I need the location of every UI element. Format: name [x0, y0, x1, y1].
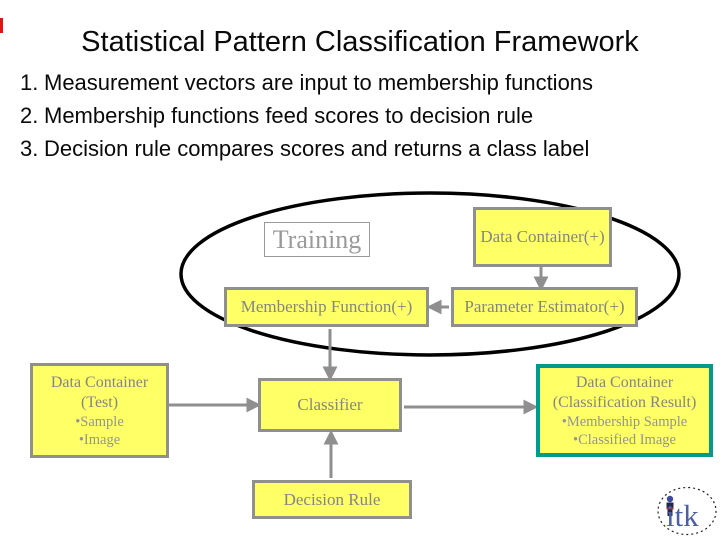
box-title: Data Container — [575, 373, 674, 391]
box-bullet: •Membership Sample — [561, 413, 688, 430]
box-data-container-result: Data Container (Classification Result) •… — [536, 364, 713, 457]
list-item-text: Measurement vectors are input to members… — [44, 69, 594, 95]
box-bullet: •Classified Image — [573, 431, 676, 448]
list-item: 2. Membership functions feed scores to d… — [0, 99, 720, 132]
training-label: Training — [272, 224, 362, 254]
box-bullet: •Sample — [75, 413, 124, 430]
box-title: Data Container — [50, 373, 149, 391]
list-item-text: Membership functions feed scores to deci… — [44, 102, 534, 128]
itk-logo-text: itk — [666, 498, 699, 533]
list-item-number: 2. — [20, 102, 39, 128]
box-parameter-estimator: Parameter Estimator(+) — [451, 287, 638, 327]
page-title: Statistical Pattern Classification Frame… — [81, 26, 639, 58]
itk-logo: itk — [657, 486, 717, 536]
box-data-container-test: Data Container (Test) •Sample •Image — [30, 363, 169, 458]
box-data-container-training: Data Container(+) — [473, 207, 612, 267]
box-membership-function: Membership Function(+) — [224, 287, 429, 327]
list-item-text: Decision rule compares scores and return… — [44, 135, 590, 161]
training-ellipse — [179, 191, 681, 357]
list-item-number: 1. — [20, 69, 39, 95]
list-item: 1. Measurement vectors are input to memb… — [0, 66, 720, 99]
box-subtitle: (Test) — [80, 393, 119, 411]
list-item-number: 3. — [20, 135, 39, 161]
list-item: 3. Decision rule compares scores and ret… — [0, 132, 720, 165]
training-label-box: Training — [264, 222, 370, 257]
box-classifier: Classifier — [258, 378, 402, 432]
box-bullet: •Image — [78, 431, 121, 448]
box-subtitle: (Classification Result) — [552, 393, 697, 411]
box-decision-rule: Decision Rule — [252, 480, 412, 519]
red-edge-mark — [0, 18, 3, 33]
numbered-list: 1. Measurement vectors are input to memb… — [0, 66, 720, 165]
itk-totem-icon — [666, 495, 674, 516]
